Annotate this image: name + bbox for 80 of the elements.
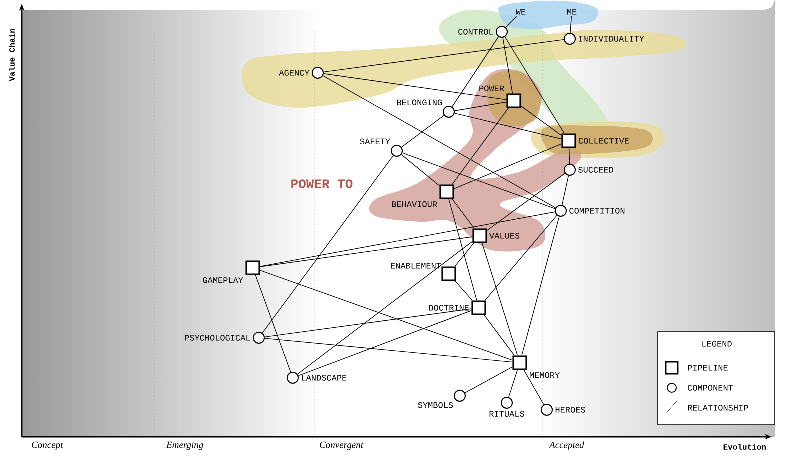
legend-title: LEGEND [702,341,732,348]
relationship-line [264,338,514,363]
relationship-line [524,370,544,406]
node-label: VALUES [490,233,520,239]
node-label: BEHAVIOUR [392,201,438,208]
legend-text: PIPELINE [688,365,728,371]
node-label: INDIVIDUALITY [579,36,644,42]
node-label: COLLECTIVE [578,138,630,144]
relationship-line [452,36,500,108]
relationship-line [401,115,445,148]
relationship-line [402,152,556,210]
node-label: WE [516,9,526,15]
pipeline-square: DOCTRINE [429,300,486,316]
node-label: POWER [480,86,504,92]
axis-label: Value Chain [9,29,15,82]
pipeline-square: GAMEPLAY [203,260,260,284]
node-label: RITUALS [490,411,524,417]
relationship-line [484,314,515,356]
pipeline-square: MEMORY [512,356,560,378]
relationship-line [298,310,472,376]
relationship-line [482,242,518,356]
relationship-line [260,236,474,268]
relationship-line [562,176,570,206]
relationship-line [568,148,570,164]
relationship-line [570,16,572,34]
relationship-line [455,280,473,302]
pipeline-square: VALUES [472,228,520,244]
node-label: COMPETITION [570,208,625,214]
relationship-line [454,242,474,268]
node-label: MEMORY [530,372,560,378]
node-label: ENABLEMENT [391,263,442,269]
relationship-line [401,154,440,186]
pipeline-square: COLLECTIVE [562,134,630,148]
relationship-line [452,198,475,230]
pipeline-square: ENABLEMENT [391,263,456,282]
node-label: PSYCHOLOGICAL [185,335,250,341]
pipeline-square: POWER [480,86,522,108]
relationship-line [255,274,292,373]
relationship-line [260,212,556,268]
axis-label: Evolution [724,444,766,450]
relationship-line [502,38,514,94]
map-annotation: POWER TO [292,180,353,188]
relationship-line [464,366,514,394]
phase-label: Concept [32,442,64,450]
node-label: HEROES [556,407,586,413]
relationship-line [260,270,514,361]
node-label: SUCCEED [578,167,614,173]
relationship-line [264,308,472,338]
relationship-line [506,16,518,28]
relationship-line [262,155,394,334]
relationship-line [454,113,562,140]
node-label: CONTROL [458,29,494,35]
node-label: AGENCY [279,70,310,76]
pipeline-square: BEHAVIOUR [392,184,454,208]
relationship-line [454,102,508,112]
relationship-line [520,106,562,136]
relationship-line [452,108,509,186]
relationship-line [486,173,566,231]
relationship-line [508,370,518,398]
relationship-line [454,144,562,190]
relationship-line [504,36,565,134]
relationship-line [324,74,508,100]
relationship-line [324,39,564,73]
legend-text: RELATIONSHIP [688,405,748,411]
node-label: SYMBOLS [418,402,454,408]
node-label: DOCTRINE [429,305,470,311]
legend-text: COMPONENT [688,385,734,391]
relationship-line [484,215,558,302]
node-label: ME [567,9,577,15]
phase-label: Accepted [549,442,584,450]
phase-label: Emerging [166,442,204,450]
relationship-line [448,198,478,302]
relationship-line [297,241,474,375]
node-label: GAMEPLAY [203,277,244,284]
phase-label: Convergent [320,442,364,450]
node-label: BELONGING [397,100,442,106]
node-label: SAFETY [360,138,390,145]
relationship-line [522,216,560,356]
relationship-line [322,76,556,208]
node-label: LANDSCAPE [302,375,347,381]
